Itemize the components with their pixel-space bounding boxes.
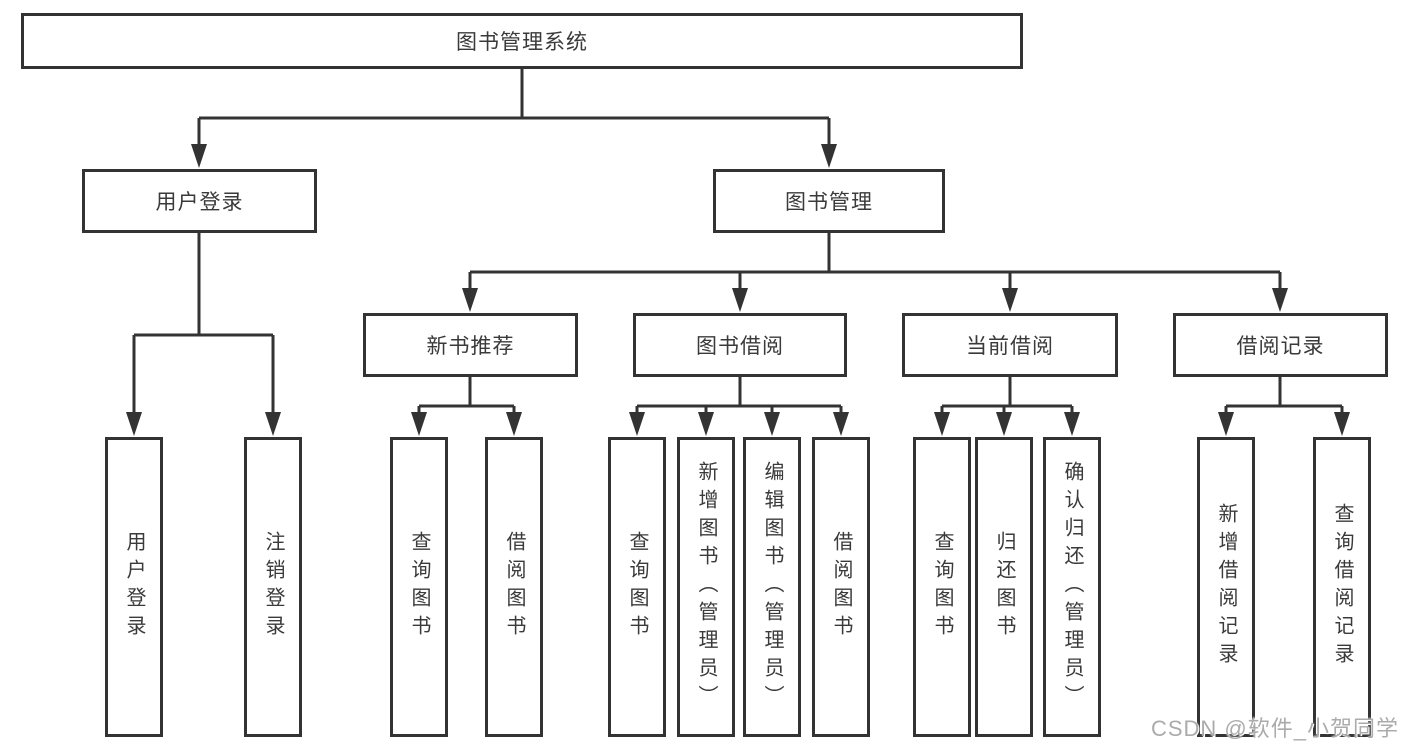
- leaf-confirm-return-admin: 确认归还（管理员）: [1043, 437, 1101, 737]
- leaf-query-books-2: 查询图书: [608, 437, 666, 737]
- leaf-borrow-books-2-label: 借阅图书: [830, 531, 852, 643]
- leaf-borrow-books-2: 借阅图书: [812, 437, 870, 737]
- leaf-logout-label: 注销登录: [262, 531, 284, 643]
- leaf-edit-books-admin-label: 编辑图书（管理员）: [761, 461, 783, 713]
- leaf-add-borrow-record: 新增借阅记录: [1197, 437, 1255, 737]
- leaf-user-login: 用户登录: [105, 437, 163, 737]
- node-current-borrow-label: 当前借阅: [966, 335, 1054, 358]
- node-book-borrow-label: 图书借阅: [696, 335, 784, 358]
- leaf-confirm-return-admin-label: 确认归还（管理员）: [1061, 461, 1083, 713]
- leaf-query-books-1: 查询图书: [390, 437, 448, 737]
- csdn-watermark: CSDN @软件_小贺同学: [1150, 716, 1399, 741]
- root-node-label: 图书管理系统: [456, 31, 588, 54]
- node-borrow-records-label: 借阅记录: [1236, 335, 1325, 358]
- node-new-book-recommend: 新书推荐: [363, 313, 578, 377]
- node-user-login: 用户登录: [82, 169, 317, 233]
- leaf-query-books-3: 查询图书: [913, 437, 971, 737]
- leaf-user-login-label: 用户登录: [123, 531, 145, 643]
- leaf-add-books-admin-label: 新增图书（管理员）: [695, 461, 717, 713]
- leaf-return-books-label: 归还图书: [993, 531, 1015, 643]
- leaf-borrow-books-1: 借阅图书: [485, 437, 543, 737]
- node-user-login-label: 用户登录: [155, 191, 244, 214]
- node-book-management: 图书管理: [713, 169, 945, 233]
- leaf-borrow-books-1-label: 借阅图书: [503, 531, 525, 643]
- leaf-edit-books-admin: 编辑图书（管理员）: [743, 437, 801, 737]
- leaf-logout: 注销登录: [244, 437, 302, 737]
- root-node-library-system: 图书管理系统: [21, 13, 1023, 69]
- leaf-query-borrow-record-label: 查询借阅记录: [1331, 503, 1353, 671]
- leaf-query-borrow-record: 查询借阅记录: [1313, 437, 1371, 737]
- node-new-book-recommend-label: 新书推荐: [426, 335, 515, 358]
- leaf-add-borrow-record-label: 新增借阅记录: [1215, 503, 1237, 671]
- leaf-query-books-2-label: 查询图书: [626, 531, 648, 643]
- node-book-management-label: 图书管理: [785, 191, 873, 214]
- leaf-return-books: 归还图书: [975, 437, 1033, 737]
- leaf-query-books-1-label: 查询图书: [408, 531, 430, 643]
- node-borrow-records: 借阅记录: [1173, 313, 1388, 377]
- leaf-query-books-3-label: 查询图书: [931, 531, 953, 643]
- node-book-borrow: 图书借阅: [633, 313, 847, 377]
- leaf-add-books-admin: 新增图书（管理员）: [677, 437, 735, 737]
- node-current-borrow: 当前借阅: [902, 313, 1118, 377]
